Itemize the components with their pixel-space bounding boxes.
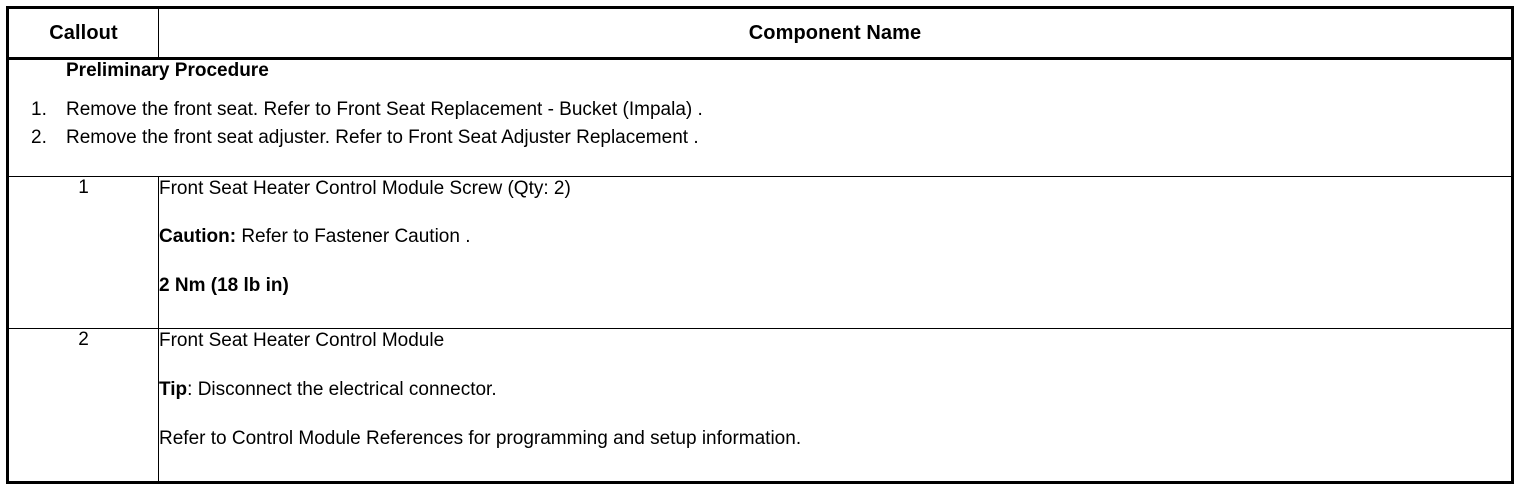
tip-note: Tip: Disconnect the electrical connector… [159, 378, 1511, 403]
caution-label: Caution: [159, 226, 237, 248]
component-line-text: Front Seat Heater Control Module [159, 330, 445, 352]
component-description-cell: Front Seat Heater Control Module Screw (… [158, 175, 1513, 330]
preliminary-procedure-row: Preliminary Procedure 1. Remove the front… [7, 58, 1513, 177]
component-name-text: Front Seat Heater Control Module [159, 329, 1511, 354]
reference-text: Refer to Control Module References for p… [159, 427, 802, 449]
list-item: 2. Remove the front seat adjuster. Refer … [9, 124, 1511, 152]
tip-text: : Disconnect the electrical connector. [187, 378, 497, 400]
callout-number: 2 [7, 328, 159, 483]
list-item-text: Remove the front seat. Refer to Front Se… [66, 98, 703, 120]
torque-spec: 2 Nm (18 lb in) [159, 274, 1511, 299]
preliminary-procedure-title: Preliminary Procedure [66, 60, 269, 81]
table-row: 2 Front Seat Heater Control Module Tip: … [7, 328, 1513, 483]
torque-spec-text: 2 Nm (18 lb in) [159, 275, 289, 297]
column-header-callout: Callout [7, 7, 159, 60]
component-description-cell: Front Seat Heater Control Module Tip: Di… [158, 328, 1513, 483]
column-header-component-name: Component Name [158, 7, 1513, 60]
callout-table: Callout Component Name Preliminary Proce… [6, 6, 1514, 484]
preliminary-procedure-cell: Preliminary Procedure 1. Remove the front… [7, 58, 1513, 177]
preliminary-procedure-list: 1. Remove the front seat. Refer to Front … [9, 96, 1511, 152]
callout-table-container: Callout Component Name Preliminary Proce… [6, 6, 1514, 484]
list-item-number: 2. [31, 127, 47, 149]
caution-text: Refer to Fastener Caution . [236, 226, 471, 248]
table-row: 1 Front Seat Heater Control Module Screw… [7, 175, 1513, 330]
callout-number: 1 [7, 175, 159, 330]
reference-note: Refer to Control Module References for p… [159, 427, 1511, 452]
component-line-text: Front Seat Heater Control Module Screw (… [159, 177, 571, 199]
component-name-text: Front Seat Heater Control Module Screw (… [159, 177, 1511, 202]
caution-note: Caution: Refer to Fastener Caution . [159, 225, 1511, 250]
list-item-number: 1. [31, 98, 47, 120]
list-item: 1. Remove the front seat. Refer to Front … [9, 96, 1511, 124]
tip-label: Tip [159, 378, 188, 400]
table-header-row: Callout Component Name [7, 7, 1513, 60]
list-item-text: Remove the front seat adjuster. Refer to… [66, 127, 699, 149]
